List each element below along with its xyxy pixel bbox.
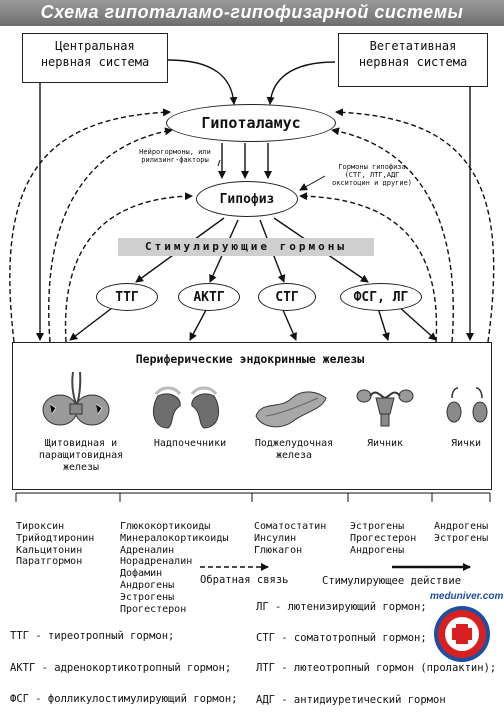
hormones-ovary: Эстрогены Прогестерон Андрогены xyxy=(350,521,417,556)
feedback-outer-left xyxy=(9,108,171,343)
abbr-adg: АДГ - антидиуретический гормон xyxy=(256,694,446,706)
feedback-outer-right xyxy=(335,108,495,343)
hormone-aktg: АКТГ xyxy=(178,283,240,311)
ans-to-hypothalamus-arrow xyxy=(266,61,336,105)
ttg-gland-arrow xyxy=(69,307,113,341)
gland-label-thyroid: Щитовидная и паращитовидная железы xyxy=(38,438,124,473)
ovary-icon xyxy=(356,389,414,427)
abbr-aktg: АКТГ - адренокортикотропный гормон; xyxy=(10,662,232,674)
pituitary-hormones-label: Гормоны гипофиза (СТГ, ЛТГ,АДГ окситоцин… xyxy=(331,163,413,187)
ans-box: Вегетативная нервная система xyxy=(338,33,488,87)
legend-stimulating-label: Стимулирующее действие xyxy=(322,575,462,587)
thyroid-icon xyxy=(42,371,110,426)
pituitary-node: Гипофиз xyxy=(196,181,298,217)
hypothalamus-node: Гипоталамус xyxy=(166,104,336,142)
fsg-gland-arrow-1 xyxy=(377,307,390,341)
gland-label-adrenal: Надпочечники xyxy=(153,438,227,449)
cns-line-1: Центральная xyxy=(55,39,135,53)
stimulating-hormones-bar: Стимулирующие гормоны xyxy=(118,238,374,256)
neurohormones-label: Нейрогормоны, или рилизинг-факторы xyxy=(139,148,211,164)
testes-icon xyxy=(446,387,488,423)
abbr-fsg: ФСГ - фолликулостимулирующий гормон; xyxy=(10,693,238,705)
cns-box: Центральная нервная система xyxy=(22,33,168,83)
feedback-mid-left xyxy=(48,127,173,343)
hypothalamus-label: Гипоталамус xyxy=(201,114,301,132)
abbr-ltg: ЛТГ - лютеотропный гормон (пролактин); xyxy=(256,662,497,674)
diagram-title: Схема гипоталамо-гипофизарной системы xyxy=(40,2,464,22)
peripheral-title: Периферические эндокринные железы xyxy=(135,352,365,366)
hormone-stg: СТГ xyxy=(258,283,316,311)
cns-to-hypothalamus-arrow xyxy=(167,59,238,105)
fsg-gland-arrow-2 xyxy=(397,305,437,341)
hormones-testes: Андрогены Эстрогены xyxy=(434,521,489,544)
abbr-lg: ЛГ - лютенизирующий гормон; xyxy=(256,601,427,613)
adrenal-icon xyxy=(152,386,220,429)
gland-label-ovary: Яичник xyxy=(366,438,404,449)
feedback-inner-left xyxy=(64,192,193,343)
cns-line-2: нервная система xyxy=(40,55,150,69)
ans-line-2: нервная система xyxy=(358,55,468,69)
feedback-inner-right xyxy=(299,192,438,343)
gland-label-pancreas: Поджелудочная железа xyxy=(254,438,334,461)
stg-gland-arrow xyxy=(282,309,297,341)
hormones-thyroid: Тироксин Трийодтиронин Кальцитонин Парат… xyxy=(16,521,95,568)
ans-line-1: Вегетативная xyxy=(369,39,457,53)
hormone-fsg-lg: ФСГ, ЛГ xyxy=(340,283,422,311)
abbr-ttg: ТТГ - тиреотропный гормон; xyxy=(10,630,175,642)
feedback-mid-right xyxy=(331,127,454,343)
title-bar xyxy=(0,0,504,26)
pancreas-icon xyxy=(255,391,327,428)
pituitary-label: Гипофиз xyxy=(219,191,275,207)
hormones-adrenal: Глюкокортикоиды Минералокортикоиды Адрен… xyxy=(120,521,229,615)
gland-label-testes: Яички xyxy=(450,438,482,449)
abbr-stg: СТГ - соматотропный гормон; xyxy=(256,632,427,644)
watermark-text: meduniver.com xyxy=(430,591,504,602)
hormones-pancreas: Соматостатин Инсулин Глюкагон xyxy=(254,521,327,556)
legend-feedback-label: Обратная связь xyxy=(200,574,289,586)
aktg-gland-arrow xyxy=(189,309,207,341)
hormone-ttg: ТТГ xyxy=(96,283,158,311)
